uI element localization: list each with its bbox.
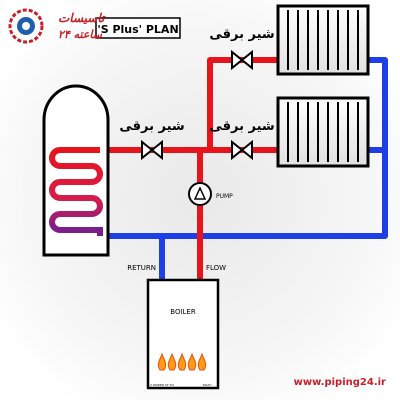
flow-upper-branch xyxy=(207,57,278,150)
burner-flames xyxy=(157,352,207,371)
valve-cylinder xyxy=(141,139,163,161)
radiator-upper xyxy=(276,4,370,76)
boiler-small-left: 2 POWER ST TO xyxy=(150,383,174,387)
logo-text-bottom: ۲۴ ساعته xyxy=(58,28,103,41)
heating-coil xyxy=(49,147,103,233)
boiler-label: BOILER xyxy=(170,308,196,316)
website-link[interactable]: www.piping24.ir xyxy=(294,377,386,388)
valve-lower-radiator xyxy=(231,139,253,161)
flow-label: FLOW xyxy=(206,264,226,272)
boiler-small-right: MAXY xyxy=(203,383,212,387)
return-label: RETURN xyxy=(127,264,156,272)
pump-label: PUMP xyxy=(216,193,233,200)
logo-mark xyxy=(8,8,44,44)
pump-icon xyxy=(188,182,212,206)
plan-title: 'S Plus' PLAN xyxy=(97,23,178,36)
radiator-lower xyxy=(276,96,370,168)
boiler xyxy=(146,278,220,390)
hot-water-cylinder xyxy=(42,84,110,257)
valve-upper xyxy=(231,49,253,71)
logo-text-top: تاسیسات xyxy=(58,11,106,25)
valve-label-lower-radiator: شیر برقی xyxy=(209,119,274,134)
plan-title-box xyxy=(95,17,181,39)
valve-label-cylinder: شیر برقی xyxy=(119,119,184,134)
valve-label-upper: شیر برقی xyxy=(209,27,274,42)
